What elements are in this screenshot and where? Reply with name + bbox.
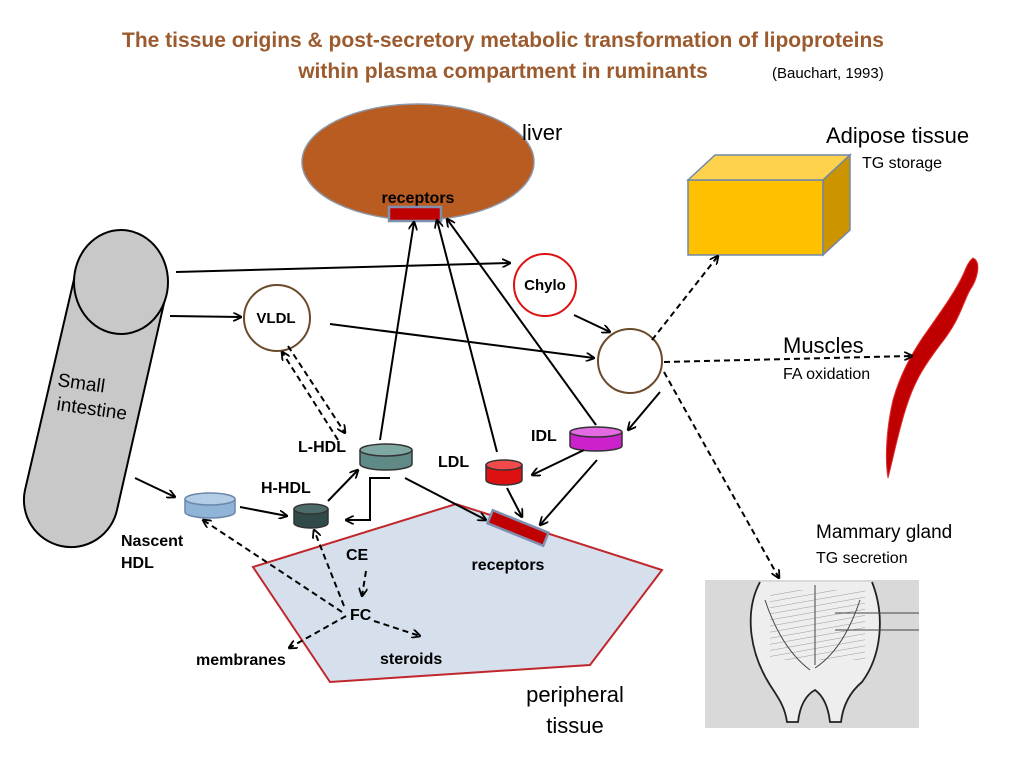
nascent-hdl-label-line-2: HDL (121, 555, 154, 572)
ldl-cylinder-icon (485, 459, 523, 486)
chylo-circle (513, 253, 577, 317)
liver-receptor-icon (387, 205, 443, 223)
dashed-arrow-fc-to-nascent-hdl (203, 520, 343, 613)
dashed-arrow-l-hdl-to-vldl (282, 352, 339, 441)
arrow-l-hdl-to-receptors (404, 477, 486, 520)
dashed-arrow-fc-to-h-hdl (314, 530, 345, 607)
arrow-vldl-to-remnant (329, 323, 594, 358)
dashed-arrow-fc-to-membranes (289, 615, 347, 648)
peripheral-label-line-1: peripheral (526, 682, 624, 707)
arrow-ldl-to-liver (437, 220, 498, 453)
h-hdl-cylinder-icon (293, 503, 329, 529)
peripheral-tissue-shape (251, 502, 664, 684)
adipose-label: Adipose tissue (826, 123, 969, 148)
arrow-idl-to-ldl (532, 449, 585, 475)
nascent-hdl-label-line-1: Nascent (121, 533, 184, 550)
adipose-sublabel: TG storage (862, 155, 942, 172)
mammary-sublabel: TG secretion (816, 550, 908, 567)
h-hdl-label: H-HDL (261, 480, 311, 497)
steroids-label: steroids (380, 651, 442, 668)
arrow-idl-to-receptors (540, 459, 598, 525)
adipose-box-icon (686, 153, 852, 257)
mammary-gland-image (705, 580, 919, 728)
muscles-sublabel: FA oxidation (783, 366, 870, 383)
dashed-arrow-remnant-to-adipose (651, 256, 718, 341)
mammary-label: Mammary gland (816, 522, 952, 543)
remnant-circle (597, 328, 663, 394)
arrow-remnant-to-idl (628, 391, 661, 430)
peripheral-label-line-2: tissue (546, 713, 603, 738)
dashed-arrow-fc-to-steroids (373, 620, 420, 636)
peripheral-receptors-label: receptors (472, 557, 545, 574)
chylo-label: Chylo (524, 277, 566, 294)
membranes-label: membranes (196, 652, 286, 669)
arrow-chylo-to-remnant (573, 314, 610, 332)
peripheral-receptor-icon (485, 508, 551, 548)
l-hdl-cylinder-icon (359, 443, 413, 471)
vldl-label: VLDL (256, 310, 295, 327)
dashed-arrow-remnant-to-muscle (663, 356, 912, 363)
muscles-label: Muscles (783, 333, 864, 358)
arrow-intestine-to-nascent-hdl (134, 477, 175, 497)
arrow-ldl-to-receptors (506, 487, 522, 517)
arrow-l-hdl-to-liver (379, 222, 414, 441)
dashed-arrow-remnant-to-mammary (663, 371, 779, 578)
title-line-1: The tissue origins & post-secretory meta… (122, 29, 884, 52)
title-line-2: within plasma compartment in ruminants (297, 60, 708, 83)
dashed-arrow-ce-to-fc (362, 570, 366, 596)
muscle-icon (885, 257, 979, 479)
vldl-circle (243, 284, 311, 352)
citation: (Bauchart, 1993) (772, 65, 884, 82)
ce-label: CE (346, 547, 369, 564)
nascent-hdl-cylinder-icon (184, 492, 236, 519)
l-hdl-label: L-HDL (298, 439, 346, 456)
arrow-l-hdl-to-h-hdl (346, 477, 390, 520)
liver-receptors-label: receptors (382, 190, 455, 207)
idl-cylinder-icon (569, 426, 623, 452)
liver-label: liver (522, 120, 562, 145)
arrow-idl-to-liver (447, 219, 597, 426)
arrow-h-hdl-to-l-hdl (327, 470, 358, 502)
idl-label: IDL (531, 428, 557, 445)
arrow-intestine-to-vldl (169, 316, 241, 317)
ldl-label: LDL (438, 454, 469, 471)
arrow-intestine-to-chylo (175, 263, 510, 273)
arrow-nascent-hdl-to-h-hdl (239, 506, 287, 516)
small-intestine-shape (22, 229, 169, 549)
fc-label: FC (350, 607, 372, 624)
dashed-arrow-vldl-to-l-hdl (287, 345, 345, 433)
